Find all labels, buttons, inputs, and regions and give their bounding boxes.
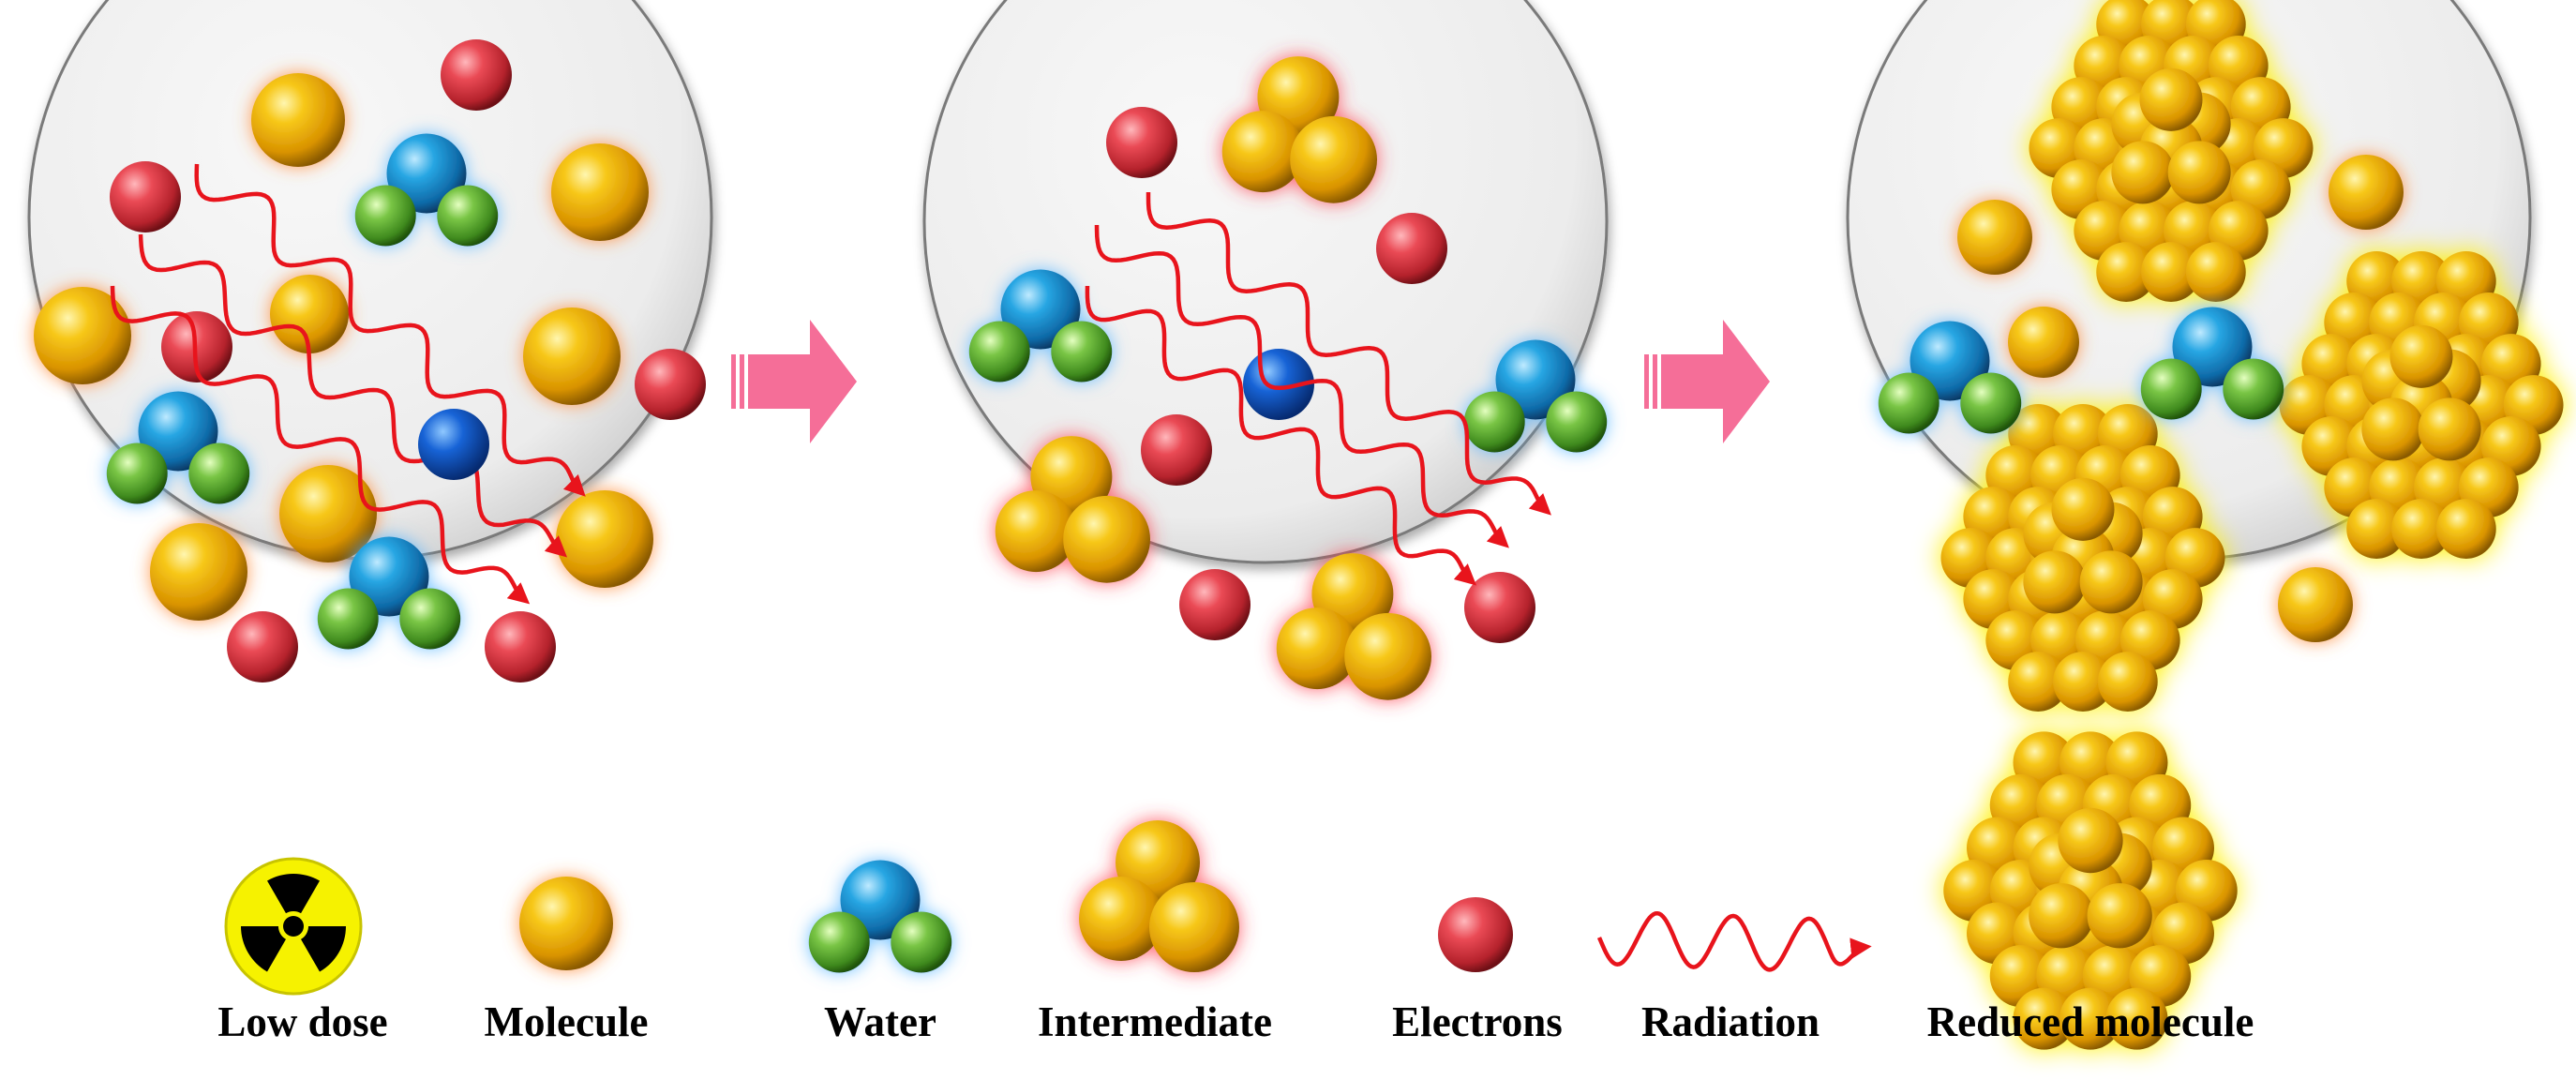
legend-label-water: Water bbox=[824, 998, 936, 1045]
stage-2-content bbox=[968, 56, 1608, 700]
water-molecule bbox=[1878, 321, 2022, 434]
electron bbox=[1106, 107, 1177, 178]
radiation-wave bbox=[110, 285, 531, 605]
stage-3-content bbox=[1878, 0, 2564, 712]
molecule bbox=[34, 287, 131, 384]
legend-label-electrons: Electrons bbox=[1392, 998, 1563, 1045]
intermediate bbox=[1276, 553, 1431, 700]
radiation-wave bbox=[138, 233, 568, 558]
molecule bbox=[519, 877, 613, 970]
water-molecule bbox=[2140, 307, 2284, 420]
stage-2-vessel bbox=[922, 0, 1609, 564]
electron bbox=[1141, 414, 1212, 486]
electron bbox=[1438, 897, 1513, 972]
molecule bbox=[270, 275, 349, 353]
stage-arrow-1 bbox=[731, 320, 857, 443]
electron bbox=[1464, 572, 1535, 643]
radiation-wave bbox=[1085, 285, 1477, 586]
electron bbox=[227, 611, 298, 682]
legend-icons bbox=[519, 731, 2238, 1050]
radiation-wave bbox=[1094, 224, 1509, 548]
solvated-electron bbox=[418, 409, 489, 480]
intermediate bbox=[1221, 56, 1377, 203]
reduced-molecule bbox=[1943, 731, 2238, 1050]
reduced-molecule bbox=[2029, 0, 2314, 302]
radiation-wave bbox=[1596, 910, 1872, 972]
water-molecule bbox=[968, 269, 1113, 382]
molecule bbox=[551, 143, 649, 241]
reduced-molecule bbox=[1940, 404, 2225, 712]
legend-label-low-dose: Low dose bbox=[217, 998, 388, 1045]
radiation-symbol-icon bbox=[224, 857, 363, 996]
molecule bbox=[2008, 307, 2079, 378]
electron bbox=[441, 39, 512, 111]
electron bbox=[1179, 569, 1251, 640]
stage-1-content bbox=[34, 39, 706, 682]
electron bbox=[1376, 213, 1447, 284]
molecule bbox=[150, 523, 247, 621]
legend-label-molecule: Molecule bbox=[484, 998, 649, 1045]
radiation-wave bbox=[1146, 192, 1551, 516]
molecule bbox=[1957, 200, 2032, 275]
reduced-molecule bbox=[2279, 251, 2564, 559]
intermediate bbox=[995, 436, 1150, 583]
molecule bbox=[2278, 567, 2353, 642]
legend-label-radiation: Radiation bbox=[1640, 998, 1820, 1045]
molecule bbox=[523, 308, 621, 405]
legend-label-reduced-molecule: Reduced molecule bbox=[1926, 998, 2254, 1045]
intermediate bbox=[1079, 820, 1239, 972]
electron bbox=[485, 611, 556, 682]
molecule bbox=[556, 490, 653, 588]
molecule bbox=[279, 465, 377, 562]
radiation-wave bbox=[194, 163, 586, 497]
water-molecule bbox=[106, 391, 250, 504]
water-molecule bbox=[1463, 339, 1608, 453]
stage-arrow-2 bbox=[1644, 320, 1770, 443]
electron bbox=[110, 161, 181, 232]
legend-label-intermediate: Intermediate bbox=[1038, 998, 1272, 1045]
water-molecule bbox=[354, 133, 499, 247]
water-molecule bbox=[808, 860, 952, 973]
molecule bbox=[2329, 155, 2404, 230]
electron bbox=[635, 349, 706, 420]
molecule bbox=[251, 73, 345, 167]
water-molecule bbox=[317, 536, 461, 650]
